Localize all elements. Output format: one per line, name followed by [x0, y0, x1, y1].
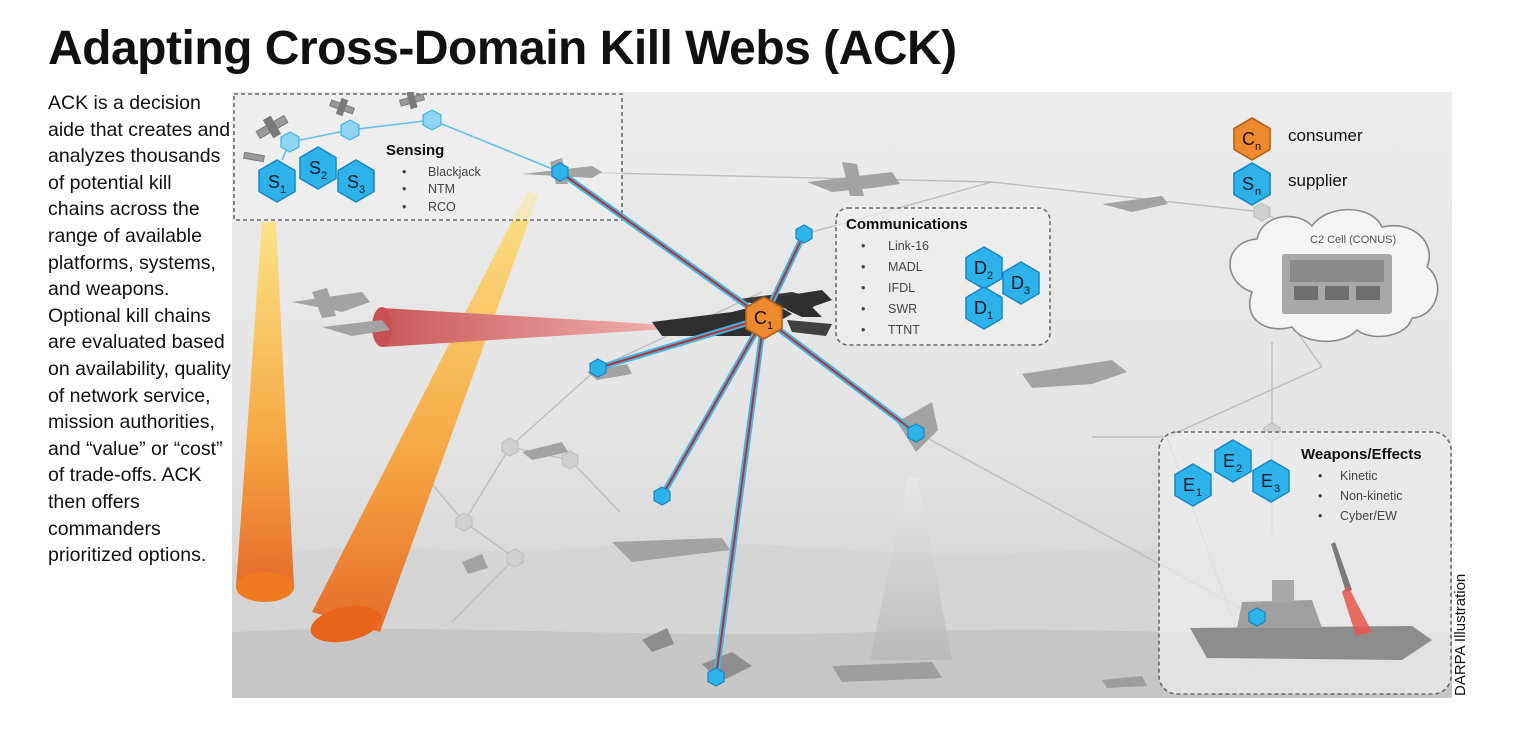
svg-text:•: •	[1318, 489, 1322, 503]
svg-text:•: •	[861, 239, 865, 253]
image-credit: DARPA Illustration	[1452, 573, 1469, 696]
sensing-item: NTM	[428, 182, 455, 196]
d1-letter: D	[974, 298, 987, 318]
svg-text:•: •	[861, 302, 865, 316]
s3-letter: S	[347, 172, 359, 192]
s3-subscript: 3	[359, 184, 365, 196]
e1-letter: E	[1183, 475, 1195, 495]
d1-subscript: 1	[987, 310, 993, 322]
legend-supplier: S n supplier	[1233, 162, 1348, 206]
sensing-node-s3: S 3	[337, 159, 375, 203]
sensing-bullet: •	[402, 182, 406, 196]
sensing-list: • Blackjack • NTM • RCO	[402, 165, 482, 214]
c2-cell-label: C2 Cell (CONUS)	[1310, 234, 1396, 246]
e3-letter: E	[1261, 471, 1273, 491]
c1-subscript: 1	[767, 320, 773, 332]
communications-title: Communications	[846, 216, 968, 233]
svg-text:•: •	[1318, 509, 1322, 523]
d3-letter: D	[1011, 273, 1024, 293]
consumer-node-c1: C 1	[745, 296, 783, 340]
svg-text:•: •	[861, 281, 865, 295]
sensing-node-s2: S 2	[299, 146, 337, 190]
comm-node-d3: D 3	[1002, 261, 1040, 305]
comm-item: SWR	[888, 302, 917, 316]
d2-subscript: 2	[987, 270, 993, 282]
c1-letter: C	[754, 308, 767, 328]
communications-list: • Link-16 • MADL • IFDL • SWR • TTNT	[861, 239, 929, 337]
destroyer-ship	[1190, 542, 1432, 660]
comm-node-d1: D 1	[965, 286, 1003, 330]
weapons-node-e3: E 3	[1252, 459, 1290, 503]
weapons-node-e1: E 1	[1174, 463, 1212, 507]
sea-surface	[232, 628, 1452, 698]
legend-consumer-subscript: n	[1255, 141, 1261, 153]
page-title: Adapting Cross-Domain Kill Webs (ACK)	[48, 22, 957, 75]
satellite-beam-right	[312, 190, 538, 632]
legend-consumer-letter: C	[1242, 129, 1255, 149]
s1-subscript: 1	[280, 184, 286, 196]
intro-paragraph: ACK is a decision aide that creates and …	[48, 92, 231, 567]
svg-text:•: •	[861, 323, 865, 337]
sensing-node-s1: S 1	[258, 159, 296, 203]
comm-node-d2: D 2	[965, 246, 1003, 290]
svg-text:•: •	[1318, 469, 1322, 483]
sensing-item: RCO	[428, 200, 456, 214]
s2-letter: S	[309, 158, 321, 178]
e1-subscript: 1	[1196, 487, 1202, 499]
d2-letter: D	[974, 258, 987, 278]
sensing-small-nodes	[280, 109, 442, 153]
legend-supplier-label: supplier	[1288, 171, 1348, 190]
ship-sensor-cone	[870, 477, 952, 660]
e2-letter: E	[1223, 451, 1235, 471]
legend-consumer-label: consumer	[1288, 126, 1363, 145]
weapons-list: • Kinetic • Non-kinetic • Cyber/EW	[1318, 469, 1403, 523]
sensing-bullet: •	[402, 165, 406, 179]
laser-beam	[382, 308, 667, 347]
weapons-title: Weapons/Effects	[1301, 446, 1422, 463]
satellite-beam-left	[236, 222, 294, 587]
legend-supplier-subscript: n	[1255, 186, 1261, 198]
link-endpoint-nodes	[551, 162, 1266, 687]
e2-subscript: 2	[1236, 463, 1242, 475]
kill-web-diagram: C2 Cell (CONUS)	[232, 92, 1452, 698]
legend-consumer: C n consumer	[1233, 117, 1363, 161]
weapons-item: Cyber/EW	[1340, 509, 1397, 523]
d3-subscript: 3	[1024, 285, 1030, 297]
s1-letter: S	[268, 172, 280, 192]
beam-footprint-left	[236, 572, 294, 602]
sensing-bullet: •	[402, 200, 406, 214]
weapons-node-e2: E 2	[1214, 439, 1252, 483]
comm-item: MADL	[888, 260, 923, 274]
legend-supplier-letter: S	[1242, 174, 1254, 194]
comm-item: Link-16	[888, 239, 929, 253]
svg-text:•: •	[861, 260, 865, 274]
weapons-item: Kinetic	[1340, 469, 1378, 483]
comm-item: IFDL	[888, 281, 915, 295]
e3-subscript: 3	[1274, 483, 1280, 495]
c2-console-icon	[1282, 254, 1392, 314]
sensing-item: Blackjack	[428, 165, 482, 179]
kill-chain-links-inner	[559, 171, 917, 678]
satellite-icons	[243, 92, 425, 163]
beam-footprint-right	[310, 605, 382, 643]
comm-item: TTNT	[888, 323, 920, 337]
background-nodes	[455, 202, 1281, 568]
s2-subscript: 2	[321, 170, 327, 182]
sensing-title: Sensing	[386, 142, 444, 159]
fighter-jet-consumer	[777, 290, 832, 336]
weapons-item: Non-kinetic	[1340, 489, 1403, 503]
